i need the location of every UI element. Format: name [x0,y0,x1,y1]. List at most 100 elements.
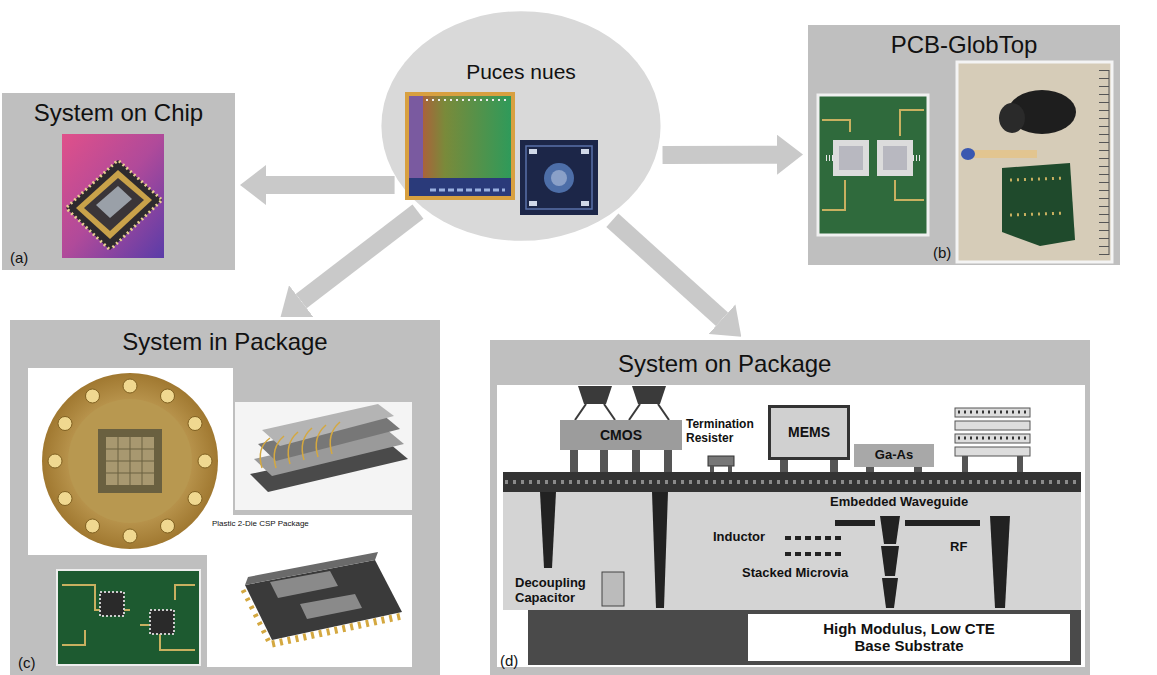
panel-letter: (b) [933,244,951,261]
rf-stack-symbol [955,408,1030,472]
stacked-die-photo [258,414,400,461]
sip-photo [123,379,137,393]
label-anchor: Decoupling Capacitor [515,576,597,606]
globtop-photo [1109,70,1110,255]
rf-stack-symbol [955,421,1030,430]
bump-symbol [866,466,874,472]
panel-box: System on Package(d)CMOSMEMSGa-AsHigh Mo… [490,340,1090,675]
panel-letter: (a) [10,249,28,266]
soc-photo [111,201,161,249]
sip-photo [42,373,218,549]
package-drawing [245,560,402,640]
probe-symbol [604,404,615,420]
sip-photo [28,368,233,555]
pcb-photo [62,630,85,645]
flow-arrow [612,220,722,319]
bare-die-photo [520,140,598,215]
rf-stack-symbol [955,408,1030,417]
pcb-photo [913,155,922,161]
inductor-symbol [785,552,845,556]
globtop-photo [1010,178,1065,180]
bump-symbol [830,460,838,472]
label-anchor: Plastic 2-Die CSP Package [212,519,309,528]
capacitor-symbol [602,572,624,606]
via-symbol [880,516,900,544]
pcb-photo [839,146,863,170]
part-label: Inductor [713,530,765,545]
via-symbol [881,546,899,576]
bump-symbol [632,450,640,472]
soc-photo [84,178,144,231]
sip-photo [198,454,212,468]
pcb-photo [822,180,845,210]
via-symbol [990,516,1010,608]
globtop-photo [961,148,975,160]
label-anchor: Termination Resister [686,418,760,446]
bare-die-photo [581,149,589,154]
globtop-photo [957,62,1112,262]
part-label: Plastic 2-Die CSP Package [212,519,309,528]
capacitor-symbol [602,572,624,606]
sip-photo [58,492,72,506]
waveguide-symbol [835,520,980,526]
bare-die-photo [529,201,537,206]
resistor-symbol [708,456,734,466]
label-anchor: Stacked Microvia [742,566,848,581]
soc-photo [62,134,164,258]
chip-box: CMOS [560,420,682,450]
globtop-photo [965,150,1037,158]
ellipse-title: Puces nues [466,60,576,84]
resistor-symbol [708,456,734,472]
rf-stack-symbol [1017,456,1023,472]
chip-name: MEMS [788,424,830,440]
stacked-die-photo [235,402,412,510]
sip-photo [188,492,202,506]
waveguide-symbol [905,520,980,526]
pcb-photo [62,585,130,610]
via-symbol [540,492,556,568]
pcb-photo [877,140,913,176]
sop-cross-section [503,472,1081,492]
via-symbol [882,578,898,608]
chip-name: Ga-As [875,448,913,463]
sip-photo [106,437,154,485]
sip-photo [188,417,202,431]
pcb-photo [883,146,907,170]
sip-photo [86,389,100,403]
bare-die-photo [405,92,515,200]
sip-photo [58,417,72,431]
bare-die-photo [426,99,508,101]
pcb-photo [140,625,195,650]
pcb-photo [822,120,850,132]
sip-photo [98,429,162,493]
pcb-photo [900,110,924,136]
bare-die-photo [526,146,592,209]
panel-title: System on Package [618,350,831,378]
bare-die-photo [520,140,598,215]
bare-die-photo [544,163,574,193]
globtop-photo [1099,70,1109,255]
part-label: Decoupling Capacitor [515,576,597,606]
globtop-photo [1010,213,1065,215]
soc-photo [67,161,117,207]
sip-photo [86,519,100,533]
package-drawing [245,552,378,585]
rf-stack-symbol [955,434,1030,443]
sip-photo [161,389,175,403]
bare-die-photo [409,178,511,196]
panel-title: PCB-GlobTop [891,31,1038,59]
bump-symbol [664,450,672,472]
package-drawing [300,594,362,619]
resistor-symbol [710,466,714,472]
sip-photo [106,437,154,485]
soc-photo [119,161,161,199]
sip-photo [68,399,192,523]
globtop-photo [999,103,1025,133]
substrate-box: High Modulus, Low CTE Base Substrate [748,614,1070,661]
sip-photo [48,454,62,468]
pcb-photo [175,585,195,600]
rf-stack-symbol [962,456,968,472]
chip-box: Ga-As [854,444,934,467]
bare-die-photo [581,201,589,206]
